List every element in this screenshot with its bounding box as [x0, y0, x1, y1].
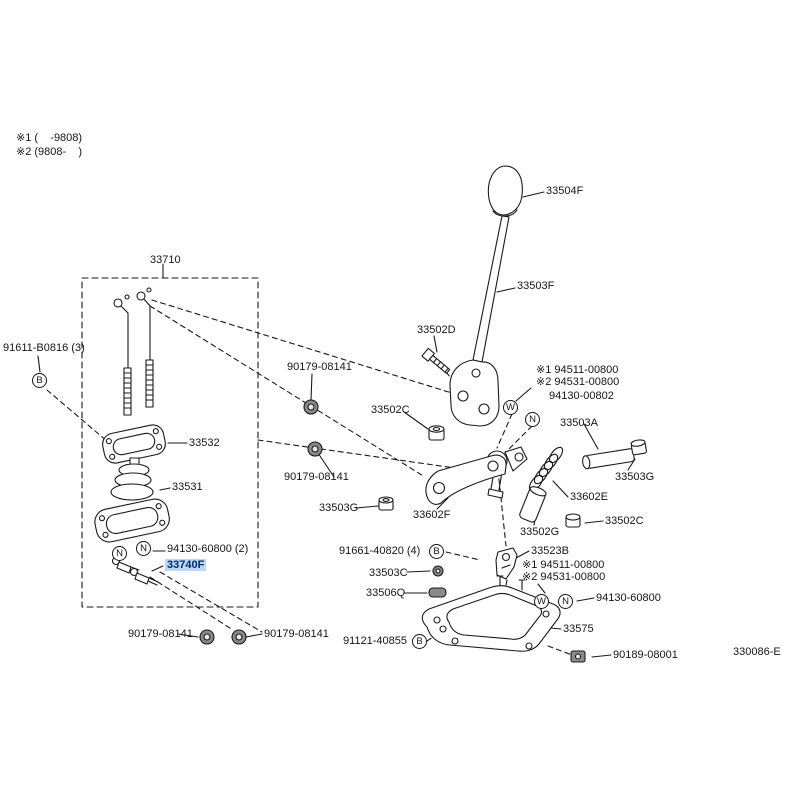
boot-33531	[110, 457, 154, 501]
part-label-90179-08141-a[interactable]: 90179-08141	[128, 628, 193, 640]
part-label-33602e[interactable]: 33602E	[570, 491, 608, 503]
part-label-90179-08141-b[interactable]: 90179-08141	[264, 628, 329, 640]
bushing-33503g-right	[630, 439, 647, 456]
fastener-symbol-circle-n-1: N	[112, 546, 127, 561]
fastener-symbol-circle-b-1: B	[32, 373, 47, 388]
bushing-33502c-left	[428, 425, 445, 441]
part-label-note-94531-1[interactable]: ※2 94531-00800	[536, 376, 620, 388]
part-label-33503c[interactable]: 33503C	[369, 567, 408, 579]
part-label-note-94531-2[interactable]: ※2 94531-00800	[522, 571, 606, 583]
part-label-33502c-a[interactable]: 33502C	[371, 404, 410, 416]
part-label-33502g[interactable]: 33502G	[520, 526, 560, 538]
fastener-symbol-circle-b-3: B	[412, 634, 427, 649]
figure-code: 330086-E	[733, 646, 781, 658]
part-label-33503a[interactable]: 33503A	[560, 417, 598, 429]
fastener-symbol-circle-w-2: W	[534, 594, 549, 609]
part-label-91661-40820[interactable]: 91661-40820 (4)	[339, 545, 421, 557]
bushing-33503g-left	[378, 496, 394, 511]
fastener-symbol-circle-n-4: N	[558, 594, 573, 609]
cylinder-33502g	[519, 486, 547, 523]
part-label-90179-08141-d[interactable]: 90179-08141	[284, 471, 349, 483]
shift-lever-33503f	[449, 215, 510, 427]
part-label-33602f[interactable]: 33602F	[413, 509, 451, 521]
part-label-91611-b0816[interactable]: 91611-B0816 (3)	[3, 342, 85, 354]
spring-33602e	[528, 446, 564, 492]
part-label-94130-00802[interactable]: 94130-00802	[549, 390, 614, 402]
part-label-33502d[interactable]: 33502D	[417, 324, 456, 336]
part-label-90179-08141-c[interactable]: 90179-08141	[287, 361, 352, 373]
applicability-note-1: ※1 ( -9808)	[16, 132, 83, 144]
part-label-33506q[interactable]: 33506Q	[366, 587, 406, 599]
part-label-33503g-b[interactable]: 33503G	[319, 502, 359, 514]
plate-33532	[102, 424, 166, 464]
part-label-90189-08001[interactable]: 90189-08001	[613, 649, 678, 661]
nut-90189	[570, 650, 586, 663]
bushing-33502c-right	[565, 513, 581, 528]
bolt-91121	[439, 625, 447, 633]
grommet-33506q	[428, 587, 447, 598]
part-label-33502c-b[interactable]: 33502C	[605, 515, 644, 527]
part-label-94130-60800-b[interactable]: 94130-60800	[596, 592, 661, 604]
part-label-33532[interactable]: 33532	[189, 437, 220, 449]
part-label-33503g-a[interactable]: 33503G	[615, 471, 655, 483]
lever-arm-33602f	[425, 454, 507, 505]
part-label-note-94511-1[interactable]: ※1 94511-00800	[536, 364, 619, 376]
applicability-note-2: ※2 (9808- )	[16, 146, 83, 158]
part-label-note-94511-2[interactable]: ※1 94511-00800	[522, 559, 605, 571]
fastener-symbol-circle-b-2: B	[429, 544, 444, 559]
part-label-33523b[interactable]: 33523B	[531, 545, 569, 557]
part-label-33531[interactable]: 33531	[172, 481, 203, 493]
fastener-symbol-circle-n-2: N	[136, 541, 151, 556]
nut-33503c	[432, 565, 444, 577]
fastener-symbol-circle-w-1: W	[503, 400, 518, 415]
shift-cable-rods	[113, 287, 154, 416]
part-label-33503f[interactable]: 33503F	[517, 280, 555, 292]
bolt-33502d	[421, 347, 451, 374]
shift-knob-33504f	[487, 165, 523, 217]
assembly-box-33710	[81, 277, 259, 608]
nut-90179-group	[199, 399, 323, 645]
part-label-91121-40855[interactable]: 91121-40855	[343, 635, 408, 647]
part-label-94130-60800-2[interactable]: 94130-60800 (2)	[167, 543, 249, 555]
part-label-33575[interactable]: 33575	[563, 623, 594, 635]
base-plate-33575	[421, 575, 561, 652]
part-label-33710[interactable]: 33710	[150, 254, 181, 266]
bracket-33523b	[495, 547, 518, 580]
part-label-33504f[interactable]: 33504F	[546, 185, 584, 197]
leader-lines	[37, 191, 636, 658]
part-label-33740f[interactable]: 33740F	[165, 559, 207, 571]
plate-lower	[94, 498, 170, 543]
fastener-symbol-circle-n-3: N	[525, 412, 540, 427]
